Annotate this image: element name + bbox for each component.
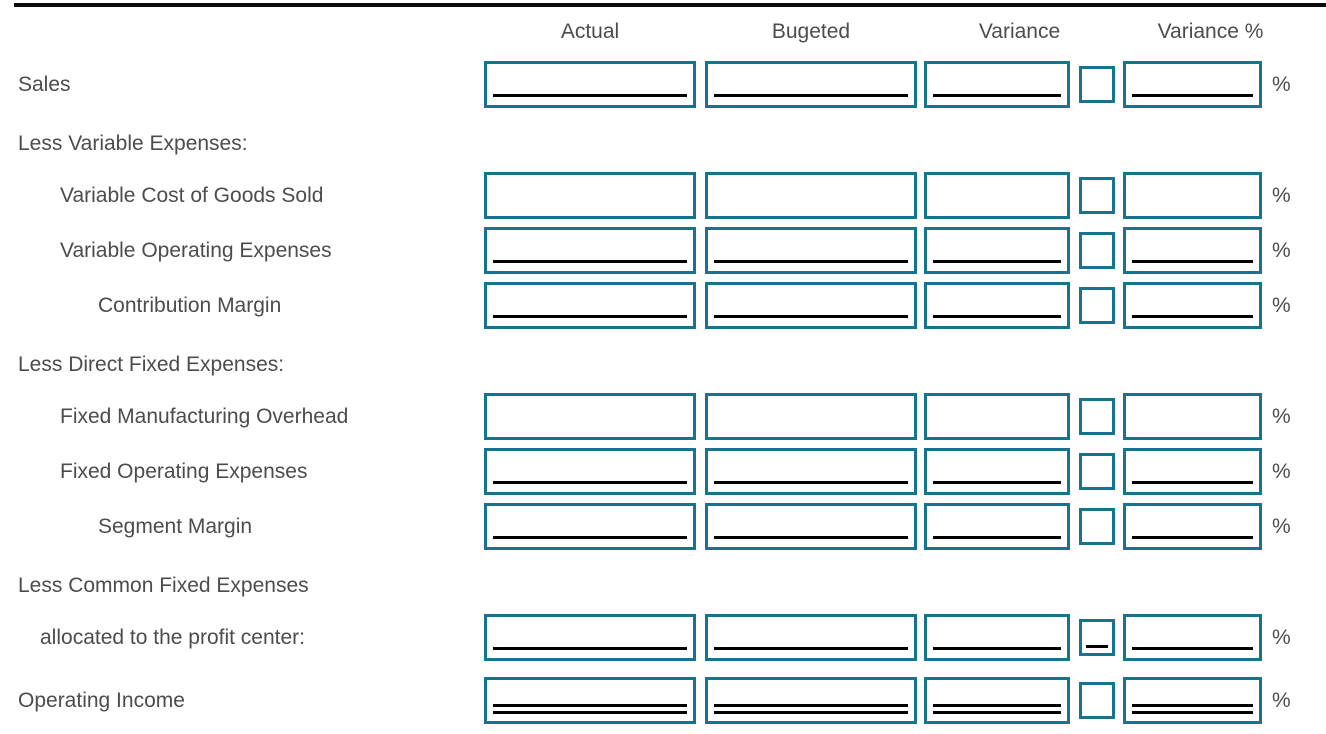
variance-flag-box[interactable] xyxy=(1079,66,1115,103)
budgeted-input[interactable] xyxy=(705,448,917,495)
budgeted-input[interactable] xyxy=(705,677,917,724)
percent-suffix: % xyxy=(1272,625,1291,649)
table-row-fixed-mfg-overhead: Fixed Manufacturing Overhead % xyxy=(0,393,1326,440)
variance-pct-input[interactable] xyxy=(1123,503,1262,550)
variance-pct-input[interactable] xyxy=(1123,448,1262,495)
row-label: Segment Margin xyxy=(98,514,253,538)
table-row-sales: Sales % xyxy=(0,61,1326,108)
percent-suffix: % xyxy=(1272,293,1291,317)
percent-suffix: % xyxy=(1272,238,1291,262)
row-label: Variable Operating Expenses xyxy=(60,238,332,262)
table-row-variable-opex: Variable Operating Expenses % xyxy=(0,227,1326,274)
table-row-section: Less Common Fixed Expenses xyxy=(0,558,1326,614)
row-label: Fixed Operating Expenses xyxy=(60,459,308,483)
budgeted-input[interactable] xyxy=(705,614,917,661)
table-row-section: Less Variable Expenses: xyxy=(0,116,1326,172)
row-label: Variable Cost of Goods Sold xyxy=(60,183,324,207)
column-header-variance-pct: Variance % xyxy=(1157,20,1264,43)
variance-input[interactable] xyxy=(924,172,1070,219)
top-divider xyxy=(14,3,1326,7)
variance-input[interactable] xyxy=(924,393,1070,440)
percent-suffix: % xyxy=(1272,459,1291,483)
budgeted-input[interactable] xyxy=(705,393,917,440)
variance-flag-box[interactable] xyxy=(1079,508,1115,545)
section-label: Less Variable Expenses: xyxy=(18,132,248,155)
budgeted-input[interactable] xyxy=(705,227,917,274)
actual-input[interactable] xyxy=(484,677,696,724)
row-label: Operating Income xyxy=(18,688,185,712)
column-header-variance: Variance xyxy=(978,20,1061,43)
table-row-section: Less Direct Fixed Expenses: xyxy=(0,337,1326,393)
variance-pct-input[interactable] xyxy=(1123,172,1262,219)
column-header-budgeted: Bugeted xyxy=(771,20,851,43)
variance-input[interactable] xyxy=(924,227,1070,274)
variance-pct-input[interactable] xyxy=(1123,227,1262,274)
actual-input[interactable] xyxy=(484,227,696,274)
column-header-row: Actual Bugeted Variance Variance % xyxy=(0,17,1326,47)
variance-pct-input[interactable] xyxy=(1123,282,1262,329)
actual-input[interactable] xyxy=(484,448,696,495)
row-label: allocated to the profit center: xyxy=(40,625,305,649)
variance-flag-box[interactable] xyxy=(1079,398,1115,435)
budgeted-input[interactable] xyxy=(705,61,917,108)
percent-suffix: % xyxy=(1272,404,1291,428)
budgeted-input[interactable] xyxy=(705,282,917,329)
budgeted-input[interactable] xyxy=(705,172,917,219)
percent-suffix: % xyxy=(1272,72,1291,96)
variance-input[interactable] xyxy=(924,448,1070,495)
actual-input[interactable] xyxy=(484,503,696,550)
variance-pct-input[interactable] xyxy=(1123,677,1262,724)
variance-flag-box[interactable] xyxy=(1079,453,1115,490)
variance-input[interactable] xyxy=(924,61,1070,108)
variance-flag-box[interactable] xyxy=(1079,619,1115,656)
table-row-contribution-margin: Contribution Margin % xyxy=(0,282,1326,329)
table-row-operating-income: Operating Income % xyxy=(0,677,1326,724)
variance-flag-box[interactable] xyxy=(1079,287,1115,324)
variance-input[interactable] xyxy=(924,282,1070,329)
table-row-fixed-opex: Fixed Operating Expenses % xyxy=(0,448,1326,495)
table-row-allocated-common-fixed: allocated to the profit center: % xyxy=(0,614,1326,661)
row-label: Sales xyxy=(18,72,71,96)
section-label: Less Direct Fixed Expenses: xyxy=(18,353,285,376)
variance-input[interactable] xyxy=(924,503,1070,550)
actual-input[interactable] xyxy=(484,282,696,329)
variance-input[interactable] xyxy=(924,677,1070,724)
table-row-variable-cogs: Variable Cost of Goods Sold % xyxy=(0,172,1326,219)
variance-flag-box[interactable] xyxy=(1079,232,1115,269)
actual-input[interactable] xyxy=(484,393,696,440)
row-label: Contribution Margin xyxy=(98,293,282,317)
row-label: Fixed Manufacturing Overhead xyxy=(60,404,349,428)
variance-pct-input[interactable] xyxy=(1123,393,1262,440)
variance-pct-input[interactable] xyxy=(1123,614,1262,661)
percent-suffix: % xyxy=(1272,514,1291,538)
table-row-segment-margin: Segment Margin % xyxy=(0,503,1326,550)
variance-input[interactable] xyxy=(924,614,1070,661)
actual-input[interactable] xyxy=(484,614,696,661)
actual-input[interactable] xyxy=(484,172,696,219)
actual-input[interactable] xyxy=(484,61,696,108)
percent-suffix: % xyxy=(1272,183,1291,207)
variance-flag-box[interactable] xyxy=(1079,682,1115,719)
section-label: Less Common Fixed Expenses xyxy=(18,574,309,597)
percent-suffix: % xyxy=(1272,688,1291,712)
budgeted-input[interactable] xyxy=(705,503,917,550)
variance-flag-box[interactable] xyxy=(1079,177,1115,214)
variance-pct-input[interactable] xyxy=(1123,61,1262,108)
column-header-actual: Actual xyxy=(560,20,620,43)
